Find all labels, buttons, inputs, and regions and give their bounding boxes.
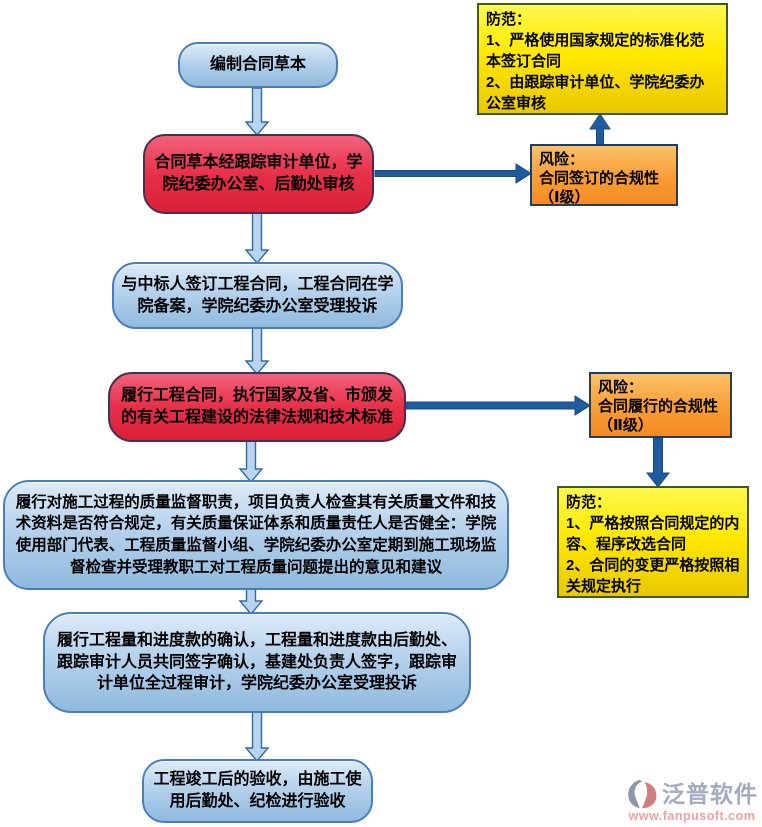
prevention-box-performance-item1: 1、严格按照合同规定的内容、程序改选合同 (566, 515, 740, 553)
node-quality-supervision: 履行对施工过程的质量监督职责，项目负责人检查其有关质量文件和技术资料是否符合规定… (3, 480, 509, 590)
arrow-quality-to-payment (238, 588, 264, 616)
arrow-perform-to-risk2 (405, 395, 591, 416)
prevention-box-performance-item2: 2、合同的变更严格按照相关规定执行 (566, 557, 740, 595)
risk-box-performance-line1: 合同履行的合规性 (598, 398, 719, 415)
prevention-box-signing: 防范： 1、严格使用国家规定的标准化范本签订合同 2、由跟踪审计单位、学院纪委办… (477, 3, 728, 115)
prevention-box-performance-title: 防范： (566, 494, 612, 511)
node-perform-contract-label: 履行工程合同，执行国家及省、市颁发的有关工程建设的法律法规和技术标准 (120, 387, 393, 426)
fanpu-url-text: www.fanpusoft.com (628, 809, 756, 823)
node-quality-supervision-label: 履行对施工过程的质量监督职责，项目负责人检查其有关质量文件和技术资料是否符合规定… (15, 493, 497, 576)
risk-box-signing-title: 风险： (539, 151, 585, 168)
arrow-review-to-sign (244, 211, 270, 265)
risk-box-signing-line1: 合同签订的合规性 (539, 170, 660, 187)
node-final-acceptance-label: 工程竣工后的验收，由施工使用后勤处、纪检进行验收 (153, 771, 362, 810)
prevention-box-signing-item2: 2、由跟踪审计单位、学院纪委办公室审核 (486, 74, 705, 112)
arrow-risk1-to-prevent1 (589, 113, 611, 145)
risk-box-performance: 风险： 合同履行的合规性 （Ⅱ级） (589, 372, 732, 438)
node-draft-contract-label: 编制合同草本 (209, 56, 306, 74)
arrow-review-to-risk1 (374, 163, 532, 184)
risk-box-performance-level: （Ⅱ级） (598, 417, 653, 434)
fanpu-watermark: 泛普软件 www.fanpusoft.com (626, 779, 758, 823)
arrow-draft-to-review (244, 87, 270, 137)
fanpu-logo-icon (628, 779, 657, 809)
node-draft-review: 合同草本经跟踪审计单位，学院纪委办公室、后勤处审核 (143, 134, 374, 214)
prevention-box-performance: 防范： 1、严格按照合同规定的内容、程序改选合同 2、合同的变更严格按照相关规定… (557, 486, 749, 598)
node-final-acceptance: 工程竣工后的验收，由施工使用后勤处、纪检进行验收 (142, 759, 373, 823)
risk-box-signing-level: （Ⅰ级） (539, 189, 590, 206)
node-draft-contract: 编制合同草本 (178, 42, 338, 88)
arrow-payment-to-acceptance (244, 711, 270, 763)
node-sign-contract-label: 与中标人签订工程合同，工程合同在学院备案，学院纪委办公室受理投诉 (121, 275, 394, 315)
node-perform-contract: 履行工程合同，执行国家及省、市颁发的有关工程建设的法律法规和技术标准 (108, 372, 406, 442)
arrow-sign-to-perform (244, 327, 270, 376)
prevention-box-signing-title: 防范： (486, 11, 532, 28)
node-progress-payment-label: 履行工程量和进度款的确认，工程量和进度款由后勤处、跟踪审计人员共同签字确认，基建… (56, 632, 457, 693)
node-draft-review-label: 合同草本经跟踪审计单位，学院纪委办公室、后勤处审核 (154, 154, 363, 193)
risk-box-signing: 风险： 合同签订的合规性 （Ⅰ级） (530, 144, 678, 206)
fanpu-brand-text: 泛普软件 (662, 781, 758, 807)
node-progress-payment: 履行工程量和进度款的确认，工程量和进度款由后勤处、跟踪审计人员共同签字确认，基建… (43, 612, 471, 713)
arrow-perform-to-quality (238, 440, 264, 484)
arrow-risk2-to-prevent2 (645, 437, 671, 488)
risk-box-performance-title: 风险： (598, 379, 644, 396)
node-sign-contract: 与中标人签订工程合同，工程合同在学院备案，学院纪委办公室受理投诉 (112, 262, 403, 329)
prevention-box-signing-item1: 1、严格使用国家规定的标准化范本签订合同 (486, 32, 705, 70)
